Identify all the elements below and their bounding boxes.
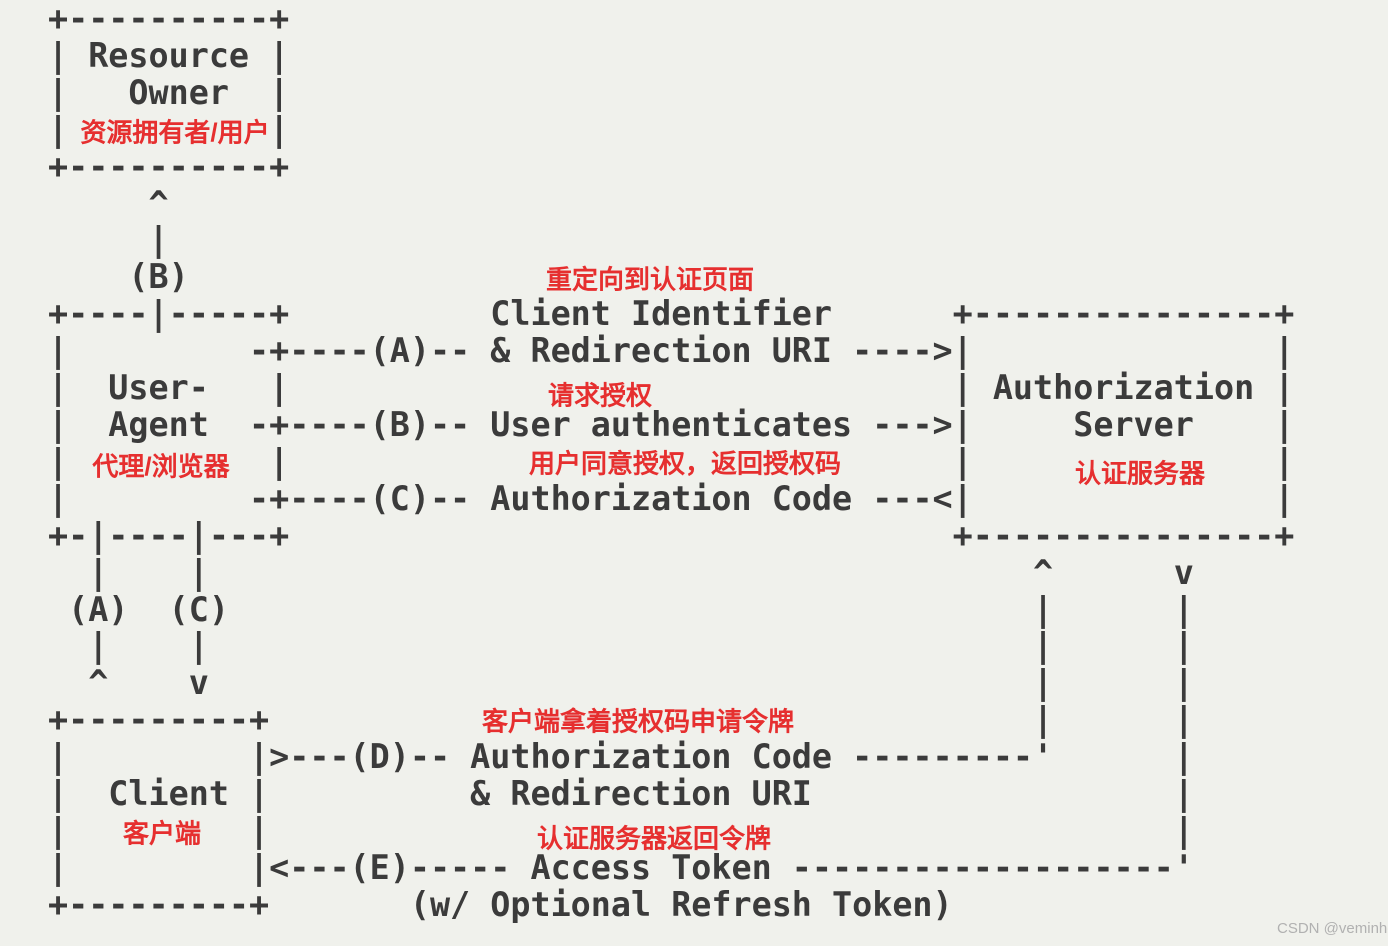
ascii-art: +----------+ | Resource | | Owner | | | …	[48, 0, 1295, 924]
annotation-auth-server: 认证服务器	[1074, 458, 1206, 489]
annotation-redirect-note: 重定向到认证页面	[545, 264, 755, 295]
annotation-token-request-note: 客户端拿着授权码申请令牌	[481, 706, 795, 737]
annotation-user-agent: 代理/浏览器	[92, 451, 230, 482]
annotation-client: 客户端	[122, 818, 202, 849]
annotation-consent-note: 用户同意授权，返回授权码	[528, 448, 842, 479]
annotation-token-response-note: 认证服务器返回令牌	[536, 823, 772, 854]
annotation-resource-owner: 资源拥有者/用户	[80, 117, 270, 148]
watermark: CSDN @veminhe	[1277, 920, 1388, 937]
annotation-request-auth-note: 请求授权	[547, 380, 653, 411]
